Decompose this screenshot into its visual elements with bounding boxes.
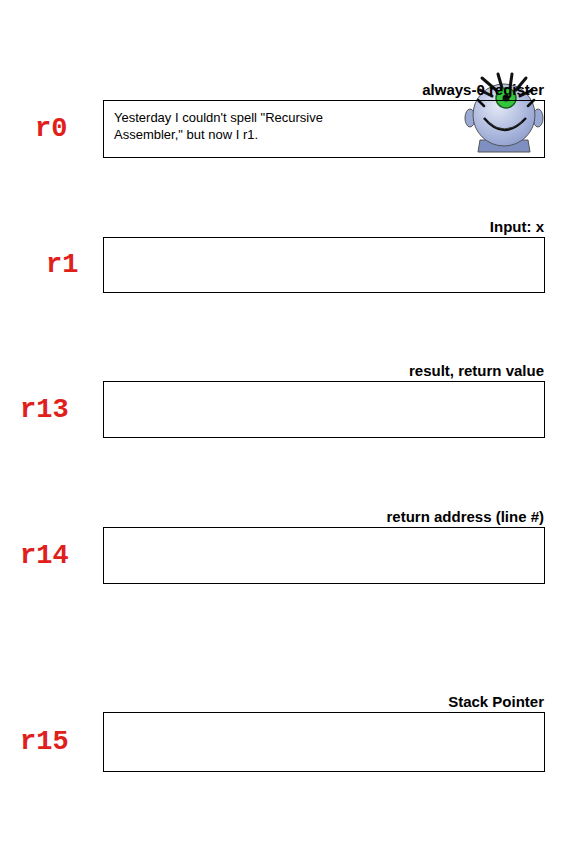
register-heading: result, return value — [409, 362, 544, 379]
register-name: r14 — [20, 541, 69, 571]
register-box: result, return value — [103, 381, 545, 438]
register-name: r1 — [46, 250, 78, 280]
register-note: Yesterday I couldn't spell "Recursive As… — [114, 110, 394, 144]
register-heading: always-0 register — [422, 81, 544, 98]
register-box: Input: x — [103, 237, 545, 293]
register-box: Stack Pointer — [103, 712, 545, 772]
register-heading: return address (line #) — [386, 508, 544, 525]
register-box: always-0 registerYesterday I couldn't sp… — [103, 100, 545, 158]
register-name: r13 — [20, 395, 69, 425]
register-heading: Stack Pointer — [448, 693, 544, 710]
register-name: r15 — [20, 727, 69, 757]
register-name: r0 — [35, 114, 67, 144]
register-heading: Input: x — [490, 218, 544, 235]
register-box: return address (line #) — [103, 527, 545, 584]
